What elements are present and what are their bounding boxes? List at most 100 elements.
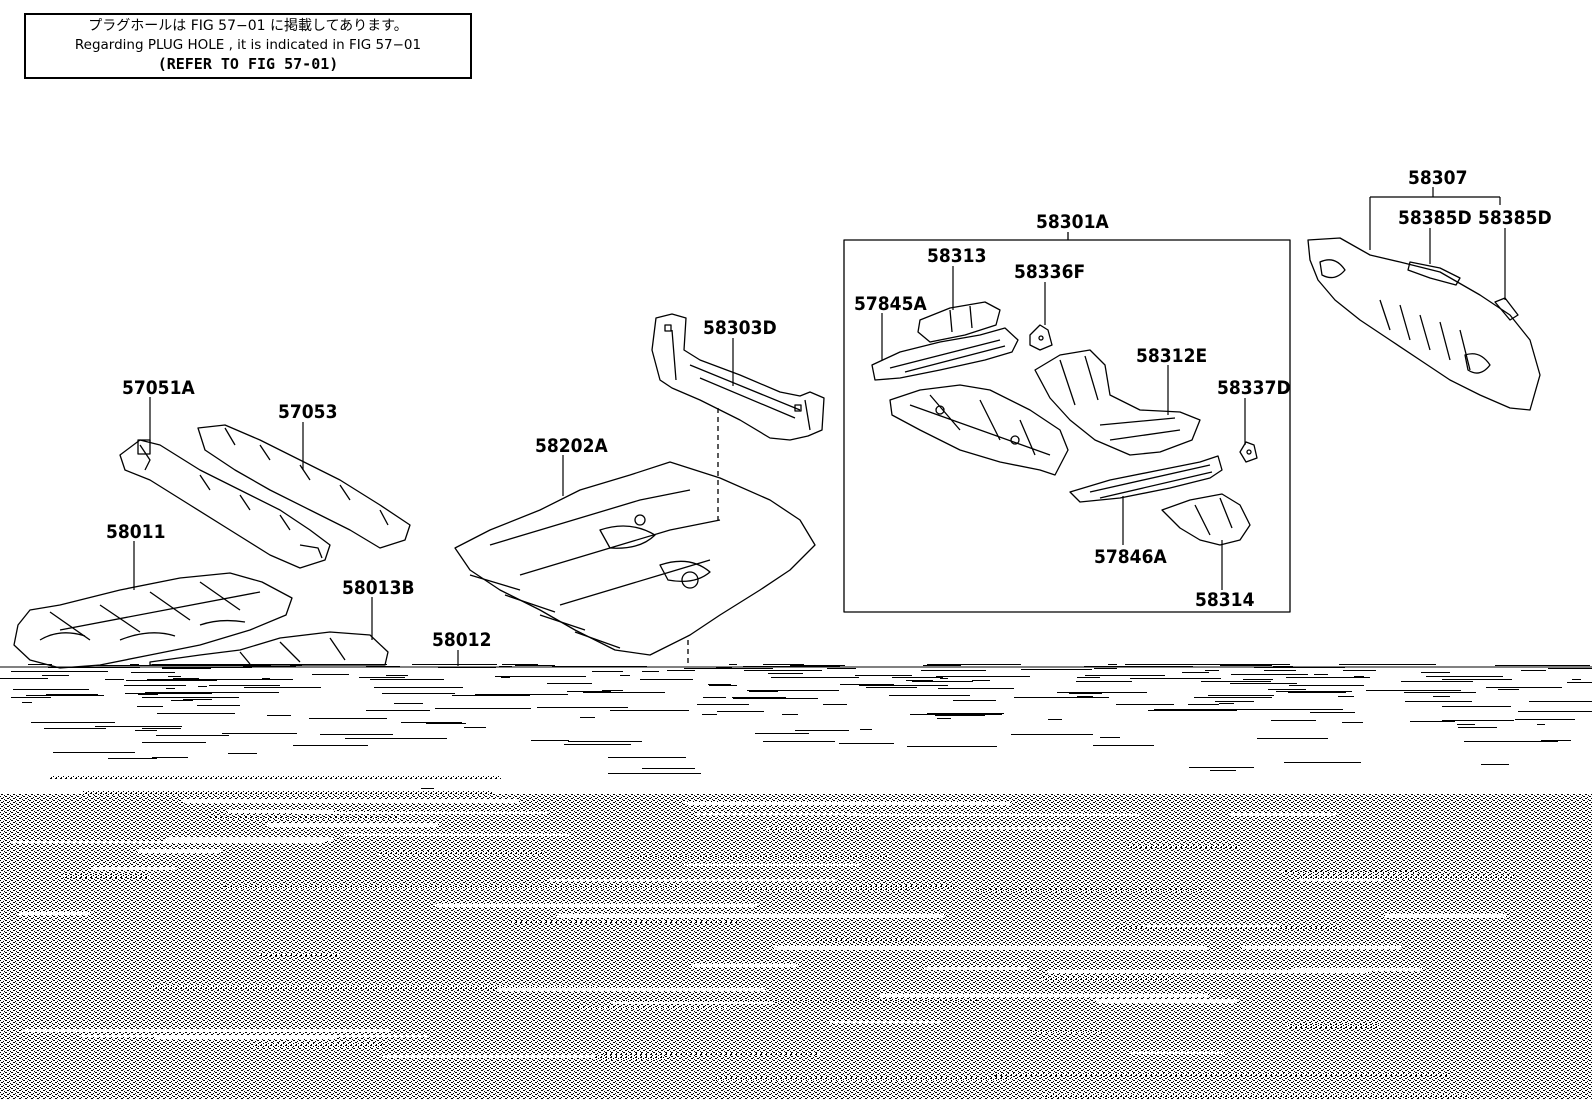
- noise-stripe: [684, 864, 861, 866]
- noise-streak: [684, 668, 773, 669]
- part-58303D-shape[interactable]: [651, 313, 825, 441]
- noise-streak: [733, 698, 818, 699]
- noise-streak: [709, 685, 737, 686]
- label-58385D-a[interactable]: 58385D: [1398, 207, 1472, 229]
- label-57845A[interactable]: 57845A: [854, 293, 927, 315]
- part-57051A-shape[interactable]: [119, 439, 331, 569]
- label-58013B[interactable]: 58013B: [342, 577, 415, 599]
- label-57053[interactable]: 57053: [278, 401, 337, 423]
- group-box-58301A: [843, 239, 1291, 613]
- noise-streak: [452, 695, 530, 696]
- noise-streak: [1253, 709, 1343, 710]
- noise-streak: [359, 677, 405, 678]
- noise-stripe: [435, 904, 757, 907]
- part-58385D-a-shape[interactable]: [1407, 261, 1461, 286]
- noise-streak: [1433, 696, 1450, 697]
- noise-streak: [912, 681, 973, 682]
- part-58202A-shape[interactable]: [454, 461, 816, 656]
- part-58311-floor-shape[interactable]: [889, 384, 1069, 476]
- noise-stripe: [1044, 1094, 1470, 1098]
- noise-streak: [166, 688, 175, 689]
- noise-streak: [840, 684, 894, 685]
- noise-stripe: [1127, 845, 1239, 848]
- noise-stripe: [774, 946, 1207, 950]
- noise-streak: [365, 738, 447, 739]
- noise-streak: [716, 667, 732, 668]
- noise-stripe: [860, 885, 954, 888]
- noise-streak: [1077, 696, 1093, 697]
- noise-streak: [324, 664, 387, 665]
- noise-streak: [1205, 670, 1219, 671]
- noise-streak: [1230, 683, 1297, 684]
- noise-streak: [475, 694, 568, 695]
- label-58303D[interactable]: 58303D: [703, 317, 777, 339]
- label-57846A[interactable]: 57846A: [1094, 546, 1167, 568]
- noise-streak: [1189, 767, 1254, 768]
- label-58011[interactable]: 58011: [106, 521, 165, 543]
- label-58313[interactable]: 58313: [927, 245, 986, 267]
- label-58337D[interactable]: 58337D: [1217, 377, 1291, 399]
- label-58202A[interactable]: 58202A: [535, 435, 608, 457]
- label-58336F[interactable]: 58336F: [1014, 261, 1085, 283]
- part-58307-shape[interactable]: [1307, 237, 1541, 411]
- part-58314-shape[interactable]: [1161, 493, 1251, 546]
- label-58312E[interactable]: 58312E: [1136, 345, 1207, 367]
- label-58301A[interactable]: 58301A: [1036, 211, 1109, 233]
- noise-streak: [1215, 701, 1254, 702]
- noise-stripe: [694, 813, 861, 815]
- noise-stripe: [267, 823, 438, 827]
- noise-streak: [567, 691, 611, 692]
- part-58312E-shape[interactable]: [1034, 349, 1201, 456]
- noise-streak: [972, 680, 990, 681]
- noise-streak: [320, 734, 393, 735]
- noise-streak: [191, 692, 279, 693]
- noise-streak: [1125, 664, 1195, 665]
- noise-stripe: [550, 879, 837, 881]
- noise-streak: [702, 714, 717, 715]
- noise-streak: [243, 666, 296, 667]
- part-57845A-shape[interactable]: [871, 327, 1019, 381]
- part-57846A-shape[interactable]: [1069, 455, 1223, 503]
- label-57051A[interactable]: 57051A: [122, 377, 195, 399]
- part-58336F-shape[interactable]: [1029, 324, 1053, 351]
- noise-streak: [309, 718, 387, 719]
- noise-streaks: [0, 664, 1592, 1098]
- noise-streak: [42, 675, 69, 676]
- part-58337D-shape[interactable]: [1239, 441, 1258, 463]
- part-58011-shape[interactable]: [13, 572, 293, 669]
- noise-streak: [145, 692, 193, 693]
- reference-note-box: プラグホールは FIG 57−01 に掲載してあります。 Regarding P…: [24, 13, 472, 79]
- noise-streak: [140, 672, 175, 673]
- noise-streak: [162, 667, 252, 668]
- noise-stripe: [576, 1007, 726, 1009]
- noise-streak: [1354, 676, 1364, 677]
- noise-streak: [1284, 762, 1361, 763]
- noise-streak: [795, 730, 849, 731]
- noise-streak: [583, 692, 665, 693]
- noise-streak: [748, 666, 782, 667]
- noise-stripe: [511, 921, 737, 923]
- noise-streak: [1486, 687, 1562, 688]
- label-58307[interactable]: 58307: [1408, 167, 1467, 189]
- noise-stripe: [628, 856, 889, 858]
- label-58012[interactable]: 58012: [432, 629, 491, 651]
- noise-streak: [366, 666, 400, 667]
- noise-streak: [1130, 678, 1221, 679]
- noise-streak: [108, 758, 157, 759]
- noise-streak: [1148, 710, 1237, 711]
- noise-streak: [927, 713, 1004, 714]
- part-58385D-b-shape[interactable]: [1494, 297, 1519, 321]
- noise-streak: [1464, 741, 1558, 742]
- noise-streak: [732, 697, 786, 698]
- part-57053-shape[interactable]: [197, 424, 411, 549]
- noise-streak: [1529, 701, 1592, 702]
- label-58314[interactable]: 58314: [1195, 589, 1255, 611]
- noise-streak: [374, 687, 463, 688]
- part-58313-shape[interactable]: [917, 301, 1001, 343]
- noise-stripe: [1301, 875, 1514, 879]
- noise-streak: [552, 666, 647, 667]
- noise-streak: [1188, 704, 1219, 705]
- label-58385D-b[interactable]: 58385D: [1478, 207, 1552, 229]
- noise-streak: [171, 700, 193, 701]
